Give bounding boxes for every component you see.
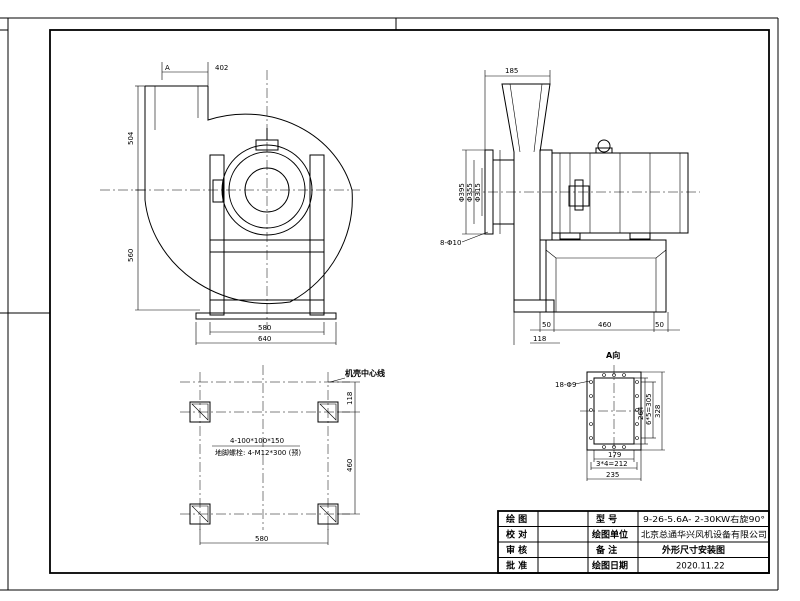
dim-top-width: 402 — [215, 64, 228, 72]
tb-r1-c3: 型 号 — [596, 513, 617, 525]
tb-r2-c1: 校 对 — [506, 529, 527, 541]
dim-center-width: 460 — [598, 321, 611, 329]
dim-base-inner: 580 — [258, 324, 271, 332]
dim-offset: 118 — [533, 335, 546, 343]
tb-r4-c1: 批 准 — [506, 560, 527, 572]
dim-plan-mid-height: 460 — [346, 459, 354, 472]
a-view-dimensions: 18-Φ9 179 3*4=212 235 264 6*5=305 328 — [555, 371, 665, 481]
dim-pad: 4-100*100*150 — [230, 437, 284, 445]
sheet-frame — [0, 17, 779, 591]
side-view-dimensions: 185 Φ395 Φ355 Φ315 8-Φ10 50 460 50 118 — [440, 67, 680, 345]
dim-dia3: Φ315 — [474, 183, 482, 202]
dim-upper-height: 504 — [127, 131, 135, 145]
tb-drawing-name: 外形尺寸安装图 — [661, 544, 725, 556]
plan-view — [180, 365, 350, 530]
dim-right-margin: 50 — [655, 321, 664, 329]
tb-r2-c3: 绘图单位 — [592, 529, 628, 541]
flange-holes — [589, 373, 639, 449]
side-view — [470, 83, 700, 313]
section-marker-a: A — [165, 64, 170, 72]
title-block: 绘 图 校 对 审 核 批 准 型 号 绘图单位 备 注 绘图日期 9-26-5… — [497, 510, 770, 574]
dim-a-w3: 235 — [606, 471, 619, 479]
tb-r3-c1: 审 核 — [506, 544, 527, 556]
tb-r3-c3: 备 注 — [595, 544, 617, 556]
tb-r4-c3: 绘图日期 — [592, 560, 628, 572]
centerline-label: 机壳中心线 — [345, 368, 385, 378]
dim-a-w1: 179 — [608, 451, 621, 459]
front-view-dimensions: A 402 504 560 580 640 — [127, 62, 337, 345]
dim-a-h3: 328 — [654, 405, 662, 418]
dim-base-outer: 640 — [258, 335, 271, 343]
dim-a-w2: 3*4=212 — [596, 460, 628, 468]
dim-a-h1: 264 — [637, 406, 645, 420]
a-view: A向 — [580, 350, 648, 458]
dim-plan-width: 580 — [255, 535, 268, 543]
dim-lower-height: 560 — [127, 249, 135, 262]
tb-model: 9-26-5.6A- 2-30KW右旋90° — [643, 514, 765, 524]
plan-view-dimensions: 机壳中心线 118 460 4-100*100*150 地脚螺栓: 4-M12*… — [199, 368, 385, 545]
dim-dia2: Φ355 — [466, 183, 474, 202]
dim-a-h2: 6*5=305 — [645, 393, 653, 425]
tb-r1-c1: 绘 图 — [506, 513, 527, 525]
dim-holes: 8-Φ10 — [440, 239, 461, 247]
tb-date: 2020.11.22 — [676, 562, 725, 572]
tb-company: 北京总通华兴风机设备有限公司 — [641, 530, 767, 541]
a-view-title: A向 — [606, 350, 620, 360]
dim-bolt: 地脚螺栓: 4-M12*300 (预) — [215, 448, 301, 457]
dim-a-holes: 18-Φ9 — [555, 381, 576, 389]
dim-dia1: Φ395 — [458, 183, 466, 202]
dim-side-top-width: 185 — [505, 67, 518, 75]
dim-left-margin: 50 — [542, 321, 551, 329]
front-view — [100, 70, 360, 330]
dim-plan-depth: 118 — [346, 392, 354, 405]
